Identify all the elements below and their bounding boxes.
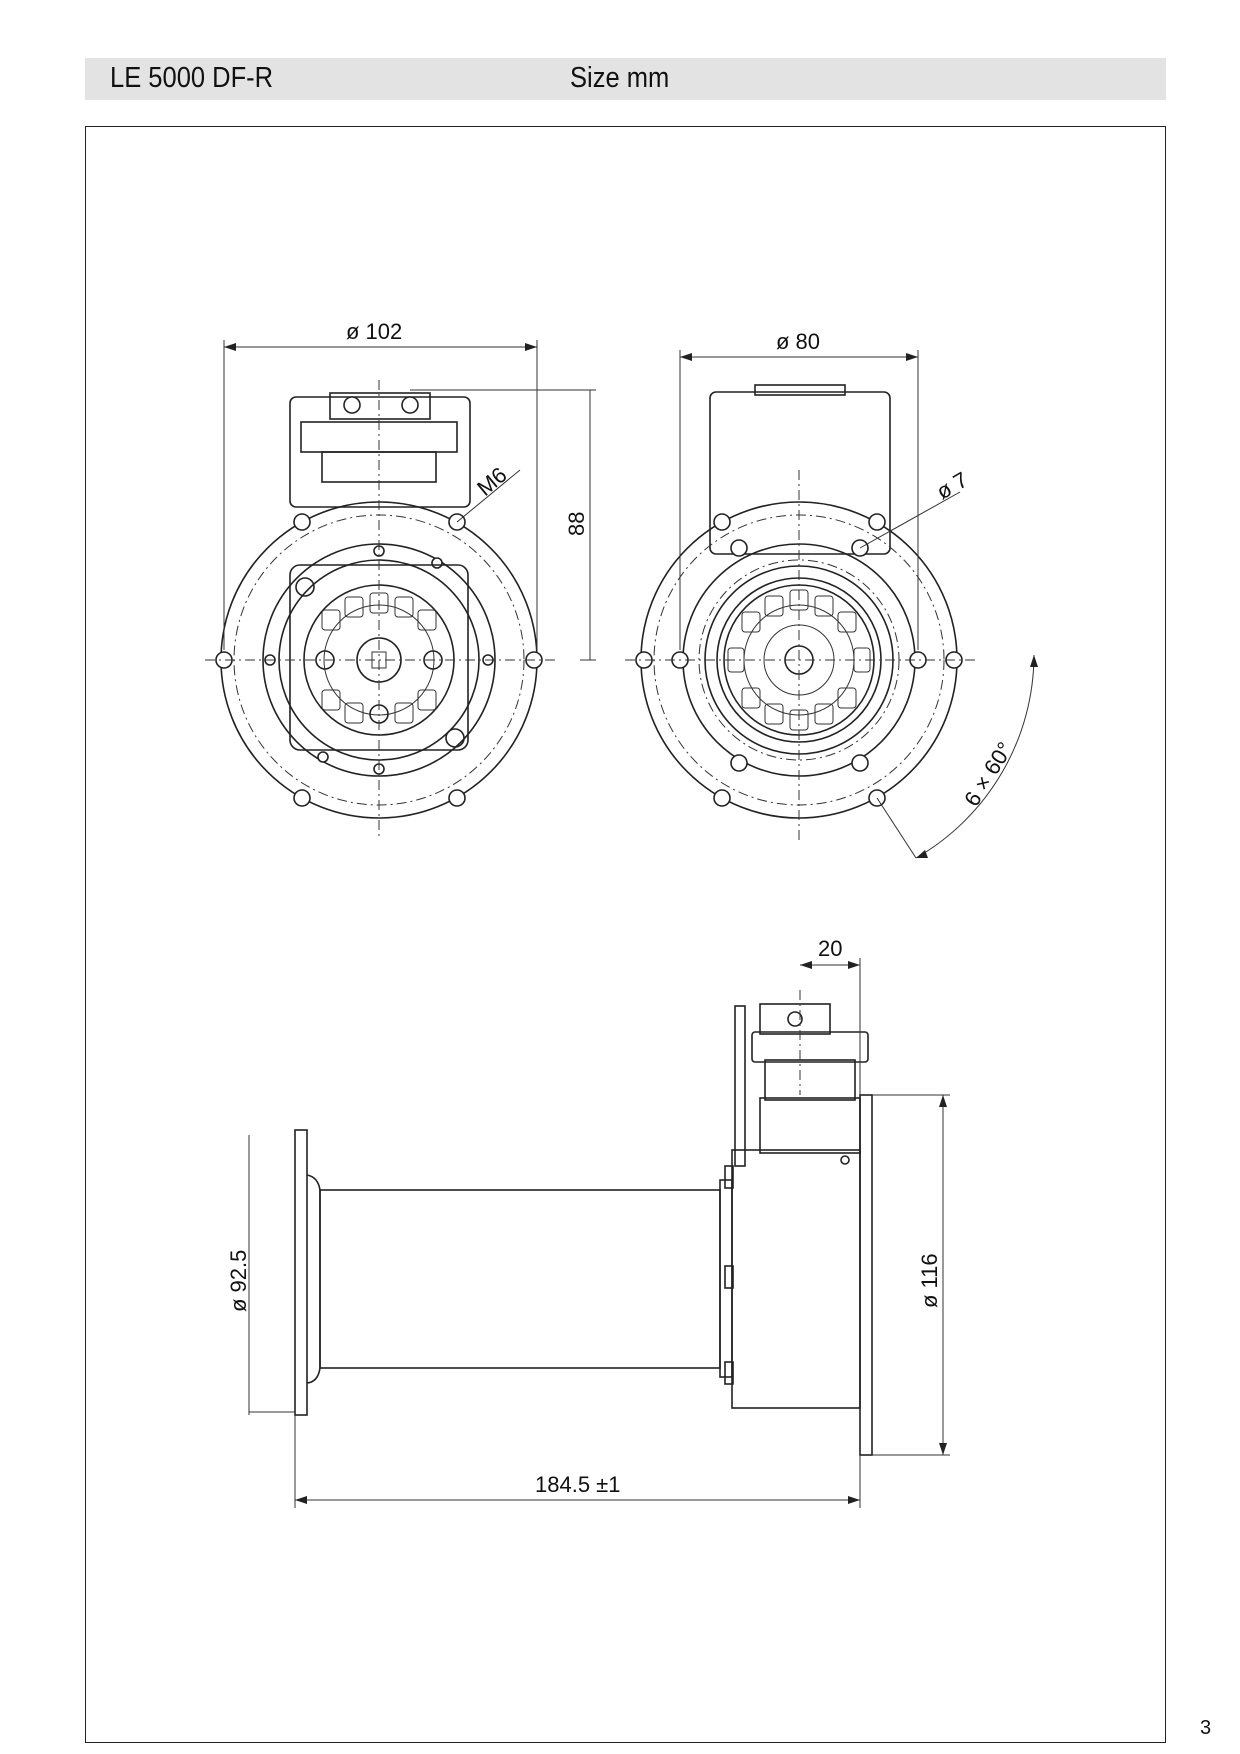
front-diameter-label: ø 102 — [346, 319, 402, 344]
side-dimensions — [248, 958, 950, 1508]
side-view — [294, 990, 873, 1456]
side-housing-diameter-label: ø 116 — [917, 1253, 942, 1308]
rear-angle-label: 6 × 60° — [959, 738, 1018, 811]
header-bar — [85, 58, 1166, 100]
front-dimensions — [223, 340, 596, 661]
rear-diameter-label: ø 80 — [776, 329, 820, 354]
rear-view — [625, 384, 975, 840]
side-length-label: 184.5 ±1 — [535, 1472, 620, 1497]
units-title: Size mm — [570, 62, 670, 94]
side-width-label: 20 — [818, 936, 842, 961]
rear-hole-label: ø 7 — [932, 467, 972, 505]
page-number: 3 — [1200, 1717, 1212, 1739]
model-title: LE 5000 DF-R — [110, 62, 274, 94]
front-view — [205, 380, 555, 840]
front-height-label: 88 — [564, 512, 589, 536]
front-thread-label: M6 — [472, 462, 511, 501]
rear-dimensions — [679, 350, 1038, 859]
drawing-frame — [85, 126, 1166, 1743]
side-tube-diameter-label: ø 92.5 — [226, 1250, 251, 1312]
